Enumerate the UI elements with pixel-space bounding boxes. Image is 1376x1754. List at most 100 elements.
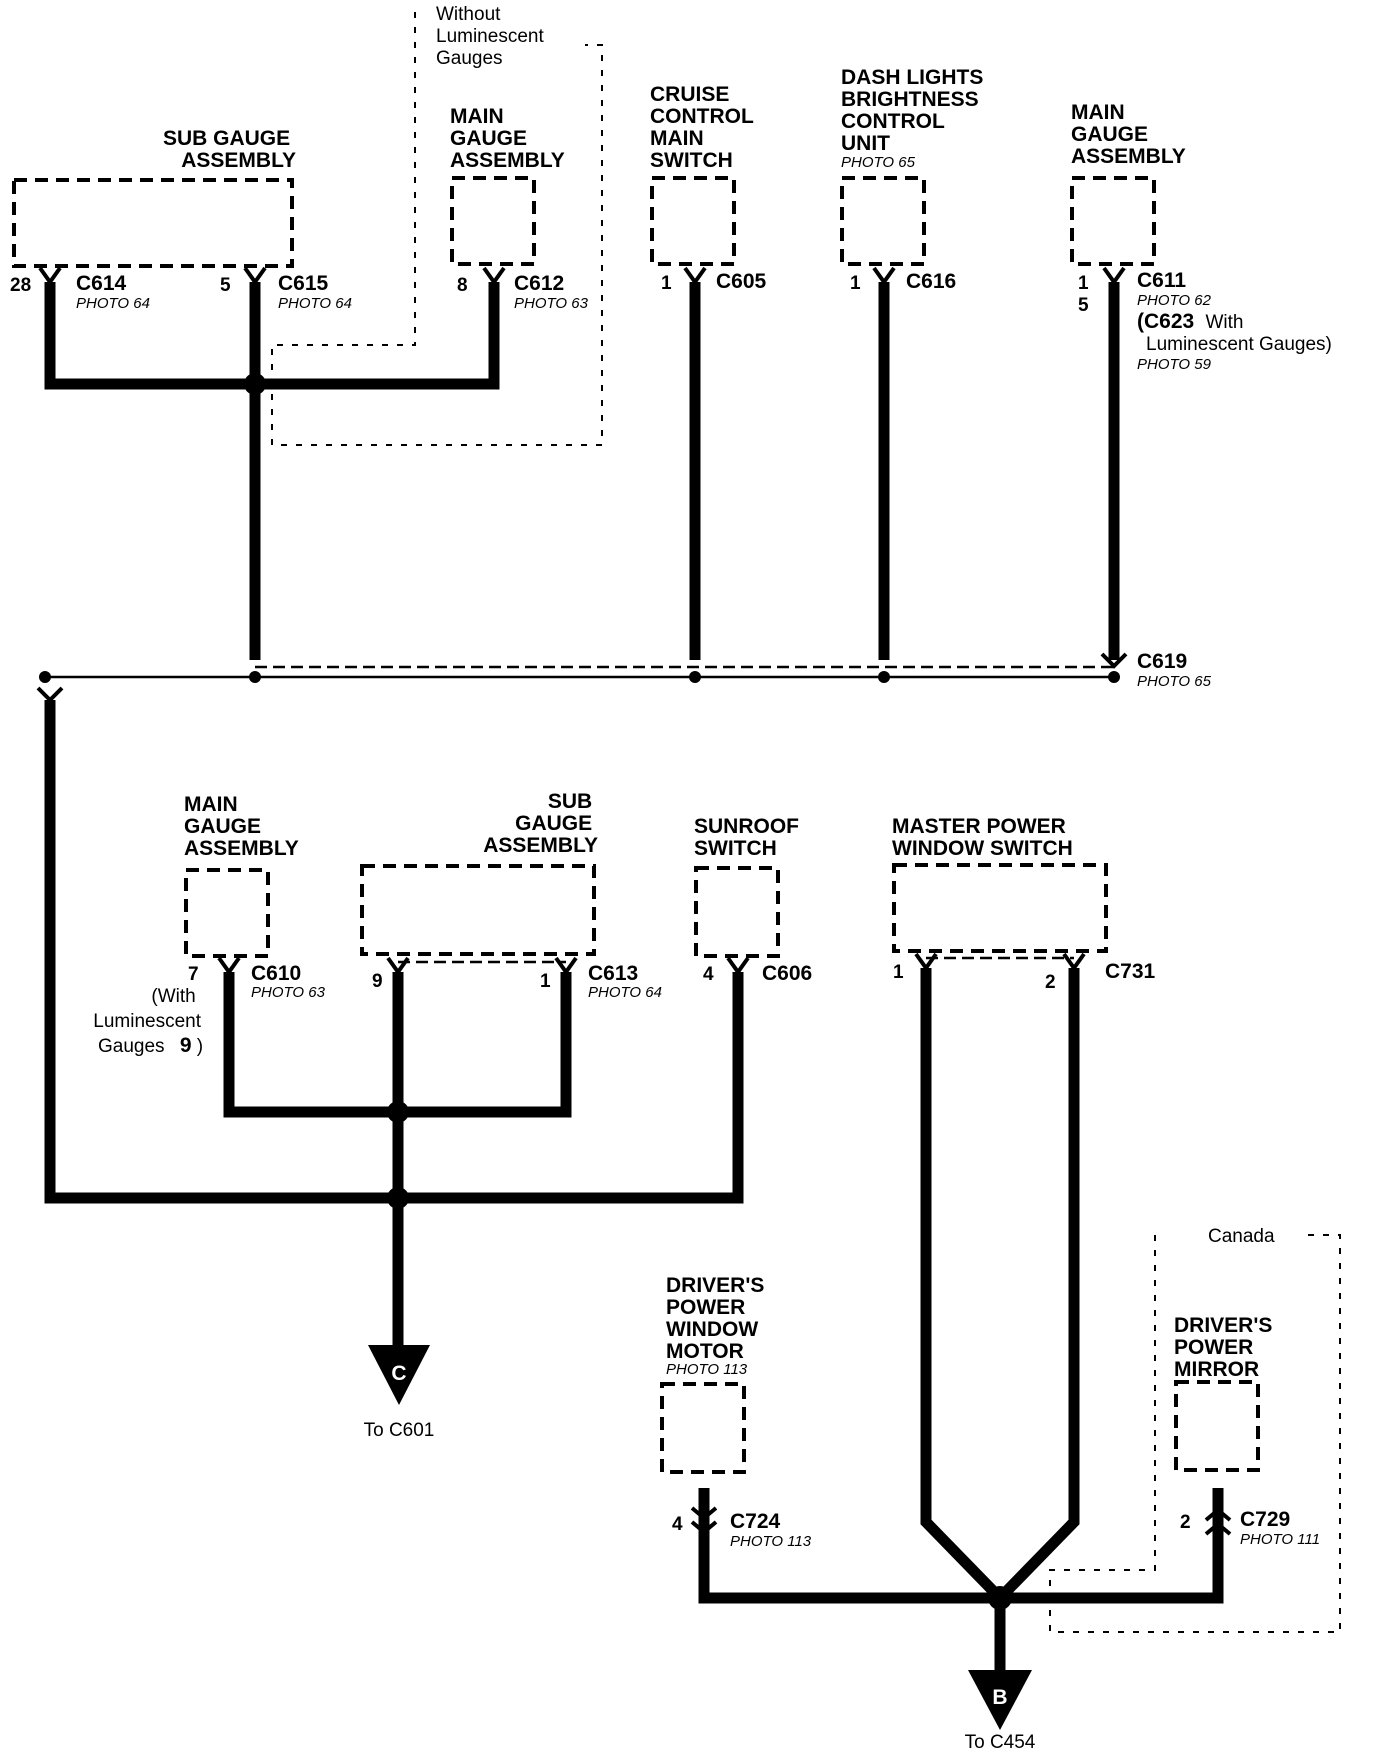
c619-right-pin-symbol (1100, 652, 1128, 669)
c606-label: C606 (762, 962, 812, 985)
master-power-window-switch-box (892, 863, 1108, 953)
c619-photo: PHOTO 65 (1137, 673, 1212, 690)
driver-window-motor-box (660, 1382, 746, 1474)
c610-pin: 7 (188, 964, 199, 985)
c616-pin: 1 (850, 273, 861, 294)
c610-pin-symbol (217, 956, 241, 976)
c613-pin-9: 9 (372, 971, 383, 992)
wire-c731-1 (920, 968, 1004, 1602)
c623-note-2: Luminescent Gauges) (1146, 334, 1332, 355)
c729-photo: PHOTO 111 (1240, 1531, 1320, 1548)
master-window-name: MASTER POWER WINDOW SWITCH (892, 815, 1073, 860)
dash-lights-unit-box (840, 176, 926, 266)
c731-pin-1: 1 (893, 962, 904, 983)
c731-pin-2: 2 (1045, 972, 1056, 993)
splice-c615 (244, 373, 266, 395)
wire-c606 (398, 972, 744, 1204)
cruise-control-switch-box (650, 176, 736, 266)
sub-gauge-assembly-top-box (12, 178, 294, 268)
c605-pin: 1 (661, 273, 672, 294)
sub-gauge-lower-name: SUB GAUGE ASSEMBLY (483, 790, 598, 857)
c613-9-pin-symbol (386, 956, 410, 976)
canada-note: Canada (1208, 1226, 1275, 1247)
wire-c729 (1000, 1488, 1224, 1604)
main-gauge-assembly-mid-box (450, 176, 536, 266)
c615-pin-symbol (243, 266, 267, 286)
c731-2-pin-symbol (1062, 952, 1086, 972)
main-gauge-mid-name: MAIN GAUGE ASSEMBLY (450, 105, 565, 172)
c605-label: C605 (716, 270, 767, 293)
main-gauge-assembly-lower-box (184, 868, 270, 958)
c612-pin-symbol (482, 266, 506, 286)
c610-photo: PHOTO 63 (251, 984, 326, 1001)
ground-b-arrow (968, 1670, 1032, 1730)
c729-label: C729 (1240, 1508, 1290, 1531)
driver-window-motor-photo-top: PHOTO 113 (666, 1361, 748, 1378)
sunroof-switch-box (694, 866, 780, 958)
c612-photo: PHOTO 63 (514, 295, 589, 312)
dash-lights-name: DASH LIGHTS BRIGHTNESS CONTROL UNIT (841, 66, 989, 155)
cruise-name: CRUISE CONTROL MAIN SWITCH (650, 83, 759, 172)
c605-pin-symbol (683, 266, 707, 286)
c606-pin: 4 (703, 964, 714, 985)
splice-b (988, 1586, 1012, 1610)
c612-pin: 8 (457, 275, 468, 296)
c619-label: C619 (1137, 650, 1187, 673)
c724-pin-symbol (690, 1506, 718, 1535)
c616-pin-symbol (872, 266, 896, 286)
wire-c619-out (44, 700, 398, 1204)
c614-pin-symbol (38, 266, 62, 286)
c619-node-4 (1108, 671, 1120, 683)
c610-label: C610 (251, 962, 301, 985)
splice-lower-1 (387, 1101, 409, 1123)
driver-mirror-name: DRIVER'S POWER MIRROR (1174, 1314, 1278, 1381)
sub-gauge-top-name: SUB GAUGE ASSEMBLY (163, 127, 296, 172)
c611-pin-symbol (1102, 266, 1126, 286)
c731-label: C731 (1105, 960, 1156, 983)
c615-photo: PHOTO 64 (278, 295, 352, 312)
c610-note: (With Luminescent (93, 986, 201, 1032)
c614-label: C614 (76, 272, 127, 295)
dash-lights-photo: PHOTO 65 (841, 154, 916, 171)
c615-pin: 5 (220, 275, 231, 296)
c623-note: (C623 With (1137, 310, 1243, 333)
c619-node-left (39, 671, 51, 683)
ground-c-label: To C601 (364, 1420, 435, 1441)
c619-left-pin-symbol (36, 686, 64, 703)
ground-b-letter: B (992, 1686, 1007, 1709)
ground-b-label: To C454 (965, 1732, 1036, 1753)
sunroof-name: SUNROOF SWITCH (694, 815, 805, 860)
c619-node-2 (689, 671, 701, 683)
c613-label: C613 (588, 962, 638, 985)
wire-c724 (698, 1488, 1000, 1604)
c616-label: C616 (906, 270, 956, 293)
c611-pin: 1 (1078, 273, 1089, 294)
c612-label: C612 (514, 272, 564, 295)
without-luminescent-note: Without Luminescent Gauges (436, 4, 549, 69)
ground-c-arrow (368, 1345, 430, 1405)
c614-photo: PHOTO 64 (76, 295, 150, 312)
c611-pin-alt: 5 (1078, 295, 1089, 316)
main-gauge-lower-name: MAIN GAUGE ASSEMBLY (184, 793, 299, 860)
splice-lower-2 (387, 1187, 409, 1209)
c611-photo: PHOTO 62 (1137, 292, 1212, 309)
wire-c614 (44, 282, 255, 390)
c611-label: C611 (1137, 269, 1186, 292)
c623-photo: PHOTO 59 (1137, 356, 1212, 373)
canada-region (1049, 1234, 1341, 1633)
c729-pin: 2 (1180, 1512, 1191, 1533)
c724-label: C724 (730, 1510, 781, 1533)
c729-pin-symbol (1204, 1507, 1232, 1536)
ground-c-letter: C (391, 1362, 406, 1385)
c615-label: C615 (278, 272, 329, 295)
c610-note-last: Gauges 9 ) (98, 1034, 203, 1057)
c614-pin: 28 (10, 275, 31, 296)
main-gauge-right-name: MAIN GAUGE ASSEMBLY (1071, 101, 1186, 168)
c619-node-3 (878, 671, 890, 683)
driver-window-motor-name: DRIVER'S POWER WINDOW MOTOR (666, 1274, 770, 1363)
main-gauge-assembly-right-box (1070, 176, 1156, 266)
wire-c731-2 (996, 968, 1080, 1602)
c613-photo: PHOTO 64 (588, 984, 662, 1001)
c731-1-pin-symbol (914, 952, 938, 972)
